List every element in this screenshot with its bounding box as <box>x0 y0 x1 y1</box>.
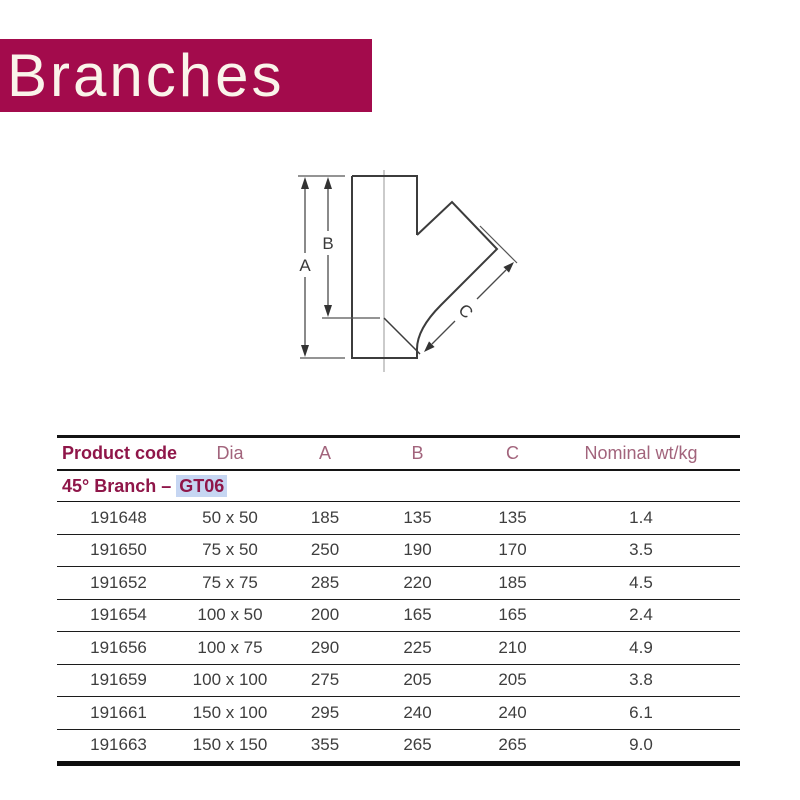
table-cell: 135 <box>465 501 560 535</box>
spec-table: Product code Dia A B C Nominal wt/kg 45°… <box>57 435 740 766</box>
column-header-b: B <box>370 436 465 471</box>
table-cell: 4.9 <box>560 631 740 665</box>
extension-line-branch-end <box>479 225 518 264</box>
table-cell: 1.4 <box>560 501 740 535</box>
table-cell: 191659 <box>57 664 180 697</box>
table-cell: 210 <box>465 631 560 665</box>
table-cell: 205 <box>465 664 560 697</box>
column-header-c: C <box>465 436 560 471</box>
table-cell: 265 <box>370 729 465 766</box>
arrowhead-b-up <box>324 177 332 189</box>
table-cell: 275 <box>280 664 370 697</box>
table-cell: 185 <box>280 501 370 535</box>
table-cell: 240 <box>370 696 465 730</box>
dimension-c-arrow <box>431 269 507 345</box>
table-cell: 265 <box>465 729 560 766</box>
arrowhead-c-lower <box>424 341 435 352</box>
arrowhead-a-down <box>301 345 309 357</box>
table-cell: 165 <box>465 599 560 632</box>
table-cell: 165 <box>370 599 465 632</box>
table-cell: 200 <box>280 599 370 632</box>
table-cell: 185 <box>465 566 560 600</box>
table-header-row: Product code Dia A B C Nominal wt/kg <box>57 436 740 471</box>
table-cell: 295 <box>280 696 370 730</box>
table-cell: 290 <box>280 631 370 665</box>
column-header-product-code: Product code <box>57 436 180 471</box>
dimension-label-c: C <box>455 300 477 322</box>
table-cell: 355 <box>280 729 370 766</box>
table-cell: 100 x 100 <box>180 664 280 697</box>
table-cell: 150 x 100 <box>180 696 280 730</box>
table-cell: 191656 <box>57 631 180 665</box>
table-cell: 2.4 <box>560 599 740 632</box>
dimension-label-a: A <box>299 256 311 275</box>
table-cell: 191652 <box>57 566 180 600</box>
pipe-outline <box>351 175 418 359</box>
table-cell: 3.8 <box>560 664 740 697</box>
table-cell: 191661 <box>57 696 180 730</box>
table-cell: 75 x 50 <box>180 534 280 567</box>
column-header-dia: Dia <box>180 436 280 471</box>
branch-diagram: A B C <box>298 170 518 372</box>
branch-crotch-line <box>383 317 421 355</box>
page-title: Branches <box>7 41 285 109</box>
table-cell: 135 <box>370 501 465 535</box>
table-cell: 285 <box>280 566 370 600</box>
table-cell: 50 x 50 <box>180 501 280 535</box>
table-cell: 150 x 150 <box>180 729 280 766</box>
table-cell: 9.0 <box>560 729 740 766</box>
table-cell: 75 x 75 <box>180 566 280 600</box>
table-cell: 3.5 <box>560 534 740 567</box>
column-header-nominal-wt: Nominal wt/kg <box>560 436 740 471</box>
table-cell: 250 <box>280 534 370 567</box>
table-cell: 240 <box>465 696 560 730</box>
column-header-a: A <box>280 436 370 471</box>
table-cell: 100 x 50 <box>180 599 280 632</box>
title-banner: Branches <box>0 39 372 112</box>
table-cell: 191663 <box>57 729 180 766</box>
dimension-label-b: B <box>322 234 333 253</box>
table-cell: 6.1 <box>560 696 740 730</box>
table-cell: 191648 <box>57 501 180 535</box>
table-cell: 225 <box>370 631 465 665</box>
arrowhead-b-down <box>324 305 332 317</box>
table-cell: 100 x 75 <box>180 631 280 665</box>
table-cell: 170 <box>465 534 560 567</box>
branch-outline <box>416 200 499 350</box>
table-cell: 191650 <box>57 534 180 567</box>
table-section-header: 45° Branch – GT06 <box>57 470 740 502</box>
table-cell: 220 <box>370 566 465 600</box>
section-title: 45° Branch – <box>62 475 177 496</box>
table-cell: 191654 <box>57 599 180 632</box>
table-cell: 4.5 <box>560 566 740 600</box>
arrowhead-c-upper <box>503 262 514 273</box>
product-code-highlight: GT06 <box>176 474 228 497</box>
arrowhead-a-up <box>301 177 309 189</box>
table-cell: 205 <box>370 664 465 697</box>
table-cell: 190 <box>370 534 465 567</box>
